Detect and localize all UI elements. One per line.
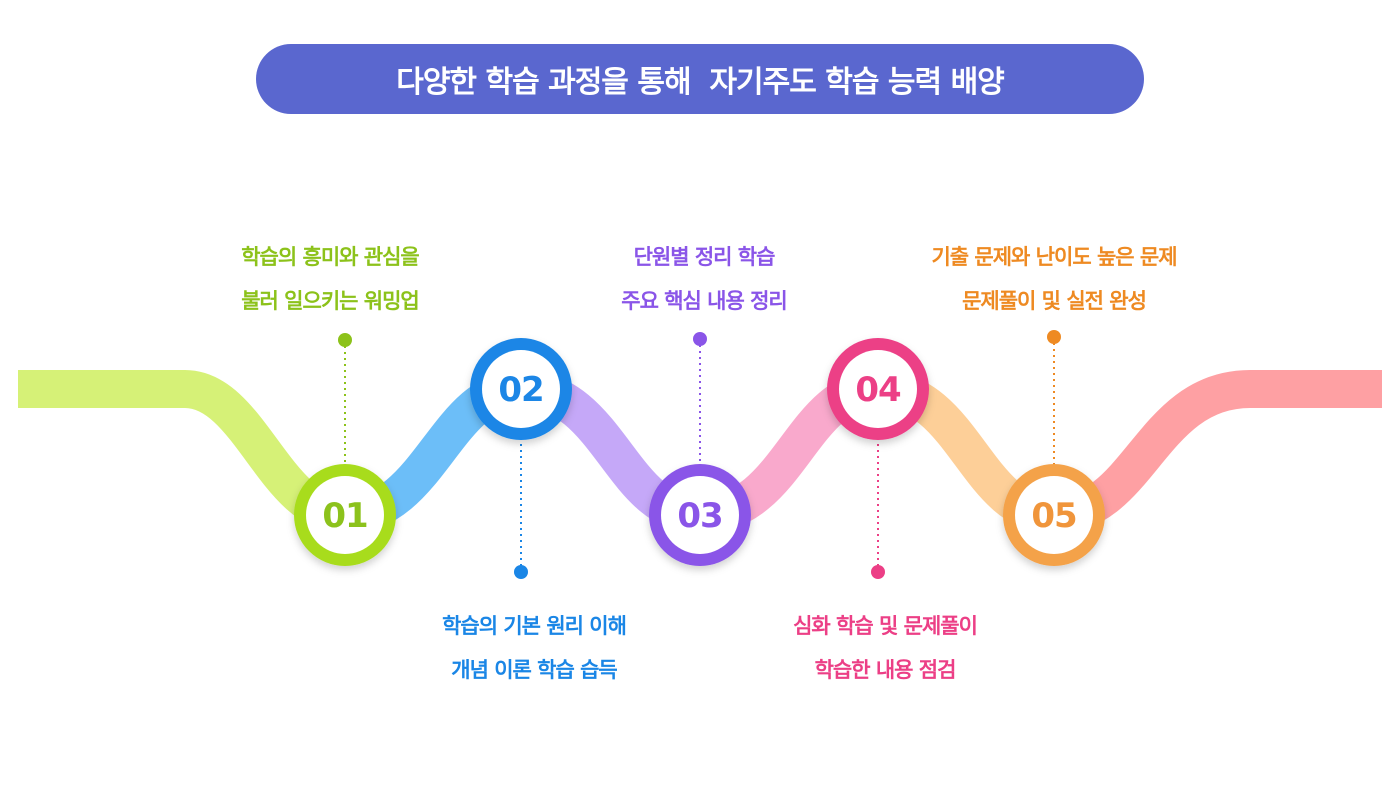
step-caption-2: 학습의 기본 원리 이해 개념 이론 학습 습득 — [369, 604, 699, 692]
step-circle-1: 01 — [294, 464, 396, 566]
step-circle-4: 04 — [827, 338, 929, 440]
step-caption-2-line-2: 개념 이론 학습 습득 — [451, 658, 618, 682]
step-caption-5-line-1: 기출 문제와 난이도 높은 문제 — [931, 245, 1177, 269]
step-number-4: 04 — [855, 370, 901, 410]
step-circle-2: 02 — [470, 338, 572, 440]
page-title: 다양한 학습 과정을 통해 자기주도 학습 능력 배양 — [396, 65, 1005, 100]
step-number-5: 05 — [1031, 496, 1076, 536]
title-banner: 다양한 학습 과정을 통해 자기주도 학습 능력 배양 — [256, 44, 1144, 114]
step-caption-4: 심화 학습 및 문제풀이 학습한 내용 점검 — [720, 604, 1050, 692]
step-caption-3: 단원별 정리 학습 주요 핵심 내용 정리 — [539, 235, 869, 323]
step-caption-4-line-2: 학습한 내용 점검 — [814, 658, 957, 682]
step-caption-1-line-2: 불러 일으키는 워밍업 — [241, 289, 420, 313]
step-caption-2-line-1: 학습의 기본 원리 이해 — [442, 614, 627, 638]
step-caption-3-line-2: 주요 핵심 내용 정리 — [621, 289, 788, 313]
step-number-3: 03 — [677, 496, 722, 536]
step-number-2: 02 — [498, 370, 543, 410]
connector-dot-3 — [693, 332, 707, 346]
step-caption-1-line-1: 학습의 흥미와 관심을 — [241, 245, 420, 269]
step-caption-1: 학습의 흥미와 관심을 불러 일으키는 워밍업 — [165, 235, 495, 323]
ribbon-segment-1 — [18, 370, 347, 534]
step-caption-5-line-2: 문제풀이 및 실전 완성 — [962, 289, 1147, 313]
step-circle-5: 05 — [1003, 464, 1105, 566]
connector-dot-4 — [871, 565, 885, 579]
connector-dot-5 — [1047, 330, 1061, 344]
connectors — [338, 330, 1061, 579]
ribbon-segment-6 — [1052, 370, 1382, 534]
connector-dot-2 — [514, 565, 528, 579]
step-number-1: 01 — [322, 496, 367, 536]
connector-dot-1 — [338, 333, 352, 347]
step-caption-4-line-1: 심화 학습 및 문제풀이 — [793, 614, 978, 638]
step-circle-3: 03 — [649, 464, 751, 566]
step-caption-5: 기출 문제와 난이도 높은 문제 문제풀이 및 실전 완성 — [889, 235, 1219, 323]
step-caption-3-line-1: 단원별 정리 학습 — [633, 245, 776, 269]
